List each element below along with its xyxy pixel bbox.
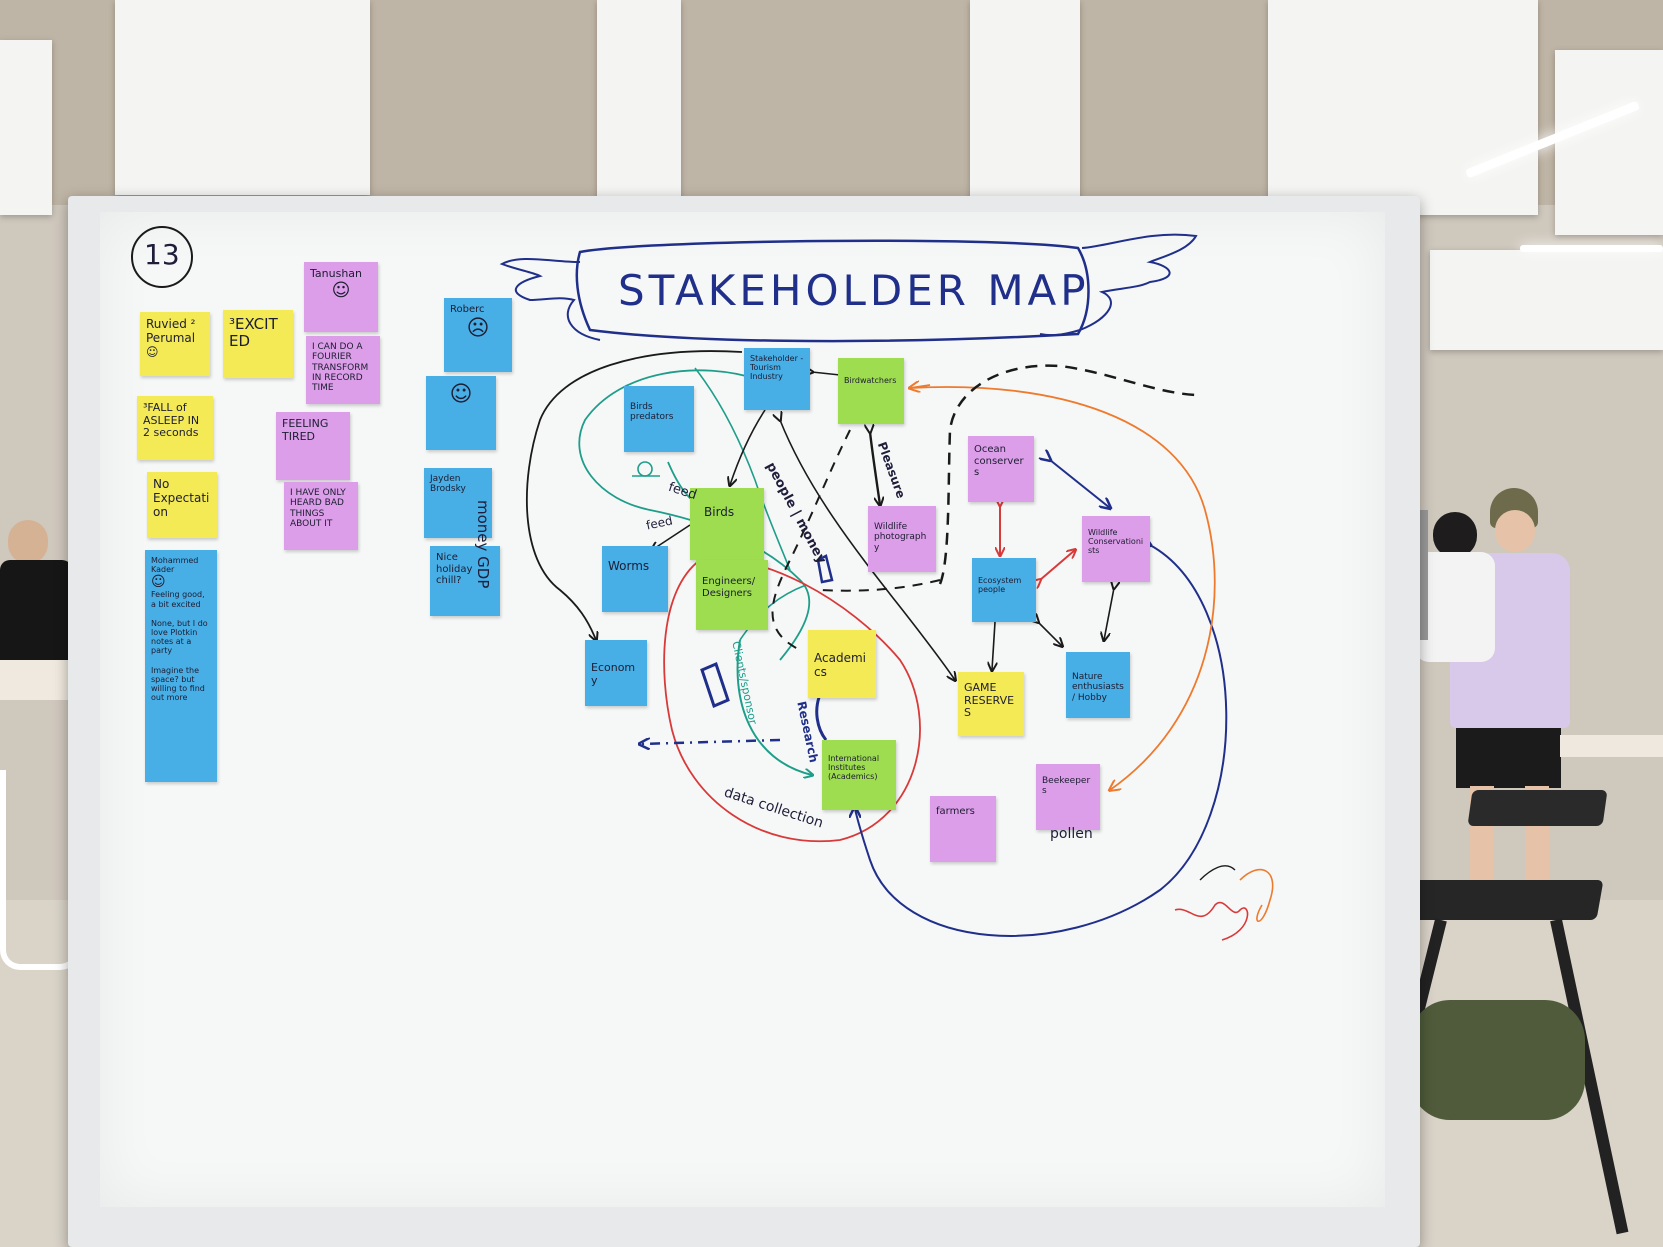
note-engineers: Engineers/ Designers (696, 560, 768, 630)
label-pollen: pollen (1050, 826, 1093, 842)
note-smiley: ☺ (426, 376, 496, 450)
ceiling-light (1520, 245, 1663, 252)
ceiling-panel (1430, 250, 1663, 350)
face-doodle-icon: ☹ (466, 315, 490, 341)
note-fourier: I CAN DO A FOURIER TRANSFORM IN RECORD T… (306, 336, 380, 404)
face-doodle-icon: ☺ (151, 574, 166, 591)
note-birds-predators: Birds predators (624, 386, 694, 452)
ceiling-panel (1268, 0, 1538, 215)
note-worms: Worms (602, 546, 668, 612)
note-fall-asleep: ³FALL of ASLEEP IN 2 seconds (137, 396, 213, 460)
face-doodle-icon: ☺ (449, 382, 473, 407)
ceiling-panel (1555, 50, 1663, 235)
note-no-expectation: No Expectation (147, 472, 217, 538)
note-farmers: farmers (930, 796, 996, 862)
note-stakeholder-tourism: Stakeholder - Tourism Industry (744, 348, 810, 410)
note-ocean-conservers: Ocean conservers (968, 436, 1034, 502)
note-nice-holiday: Nice holiday chill? (430, 546, 500, 616)
note-wildlife-photography: Wildlife photography (868, 506, 936, 572)
page-title: STAKEHOLDER MAP (618, 266, 1090, 315)
ceiling-panel (970, 0, 1080, 210)
note-feeling-tired: FEELING TIRED (276, 412, 350, 480)
face-doodle-icon: ☺ (146, 344, 159, 359)
note-economy: Economy (585, 640, 647, 706)
note-bad-things: I HAVE ONLY HEARD BAD THINGS ABOUT IT (284, 482, 358, 550)
note-academics: Academics (808, 630, 876, 698)
note-tanushan: Tanushan☺ (304, 262, 378, 332)
note-mohammed: Mohammed Kader ☺ Feeling good, a bit exc… (145, 550, 217, 782)
group-number: 13 (144, 238, 180, 271)
backpack (1410, 1000, 1585, 1120)
ceiling-panel (115, 0, 370, 195)
person-background (1405, 512, 1500, 672)
label-money-gdp: money GDP (474, 500, 492, 589)
note-jayden: Jayden Brodsky (424, 468, 492, 538)
note-international: International Institutes (Academics) (822, 740, 896, 810)
ceiling-panel (597, 0, 681, 205)
note-ecosystem-people: Ecosystem people (972, 558, 1036, 622)
ceiling-panel (0, 40, 52, 215)
note-nature-enthusiasts: Nature enthusiasts/ Hobby (1066, 652, 1130, 718)
note-wildlife-conservationists: Wildlife Conservationists (1082, 516, 1150, 582)
note-ruvied: Ruvied ² Perumal☺ (140, 312, 210, 376)
table-top (1560, 735, 1663, 757)
note-excited: ³EXCITED (223, 310, 293, 378)
note-roberc: Roberc☹ (444, 298, 512, 372)
note-birds: Birds (690, 488, 764, 560)
note-birdwatchers: Birdwatchers (838, 358, 904, 424)
note-game-reserves: GAME RESERVES (958, 672, 1024, 736)
face-doodle-icon: ☺ (331, 279, 351, 301)
note-beekeepers: Beekeepers (1036, 764, 1100, 830)
